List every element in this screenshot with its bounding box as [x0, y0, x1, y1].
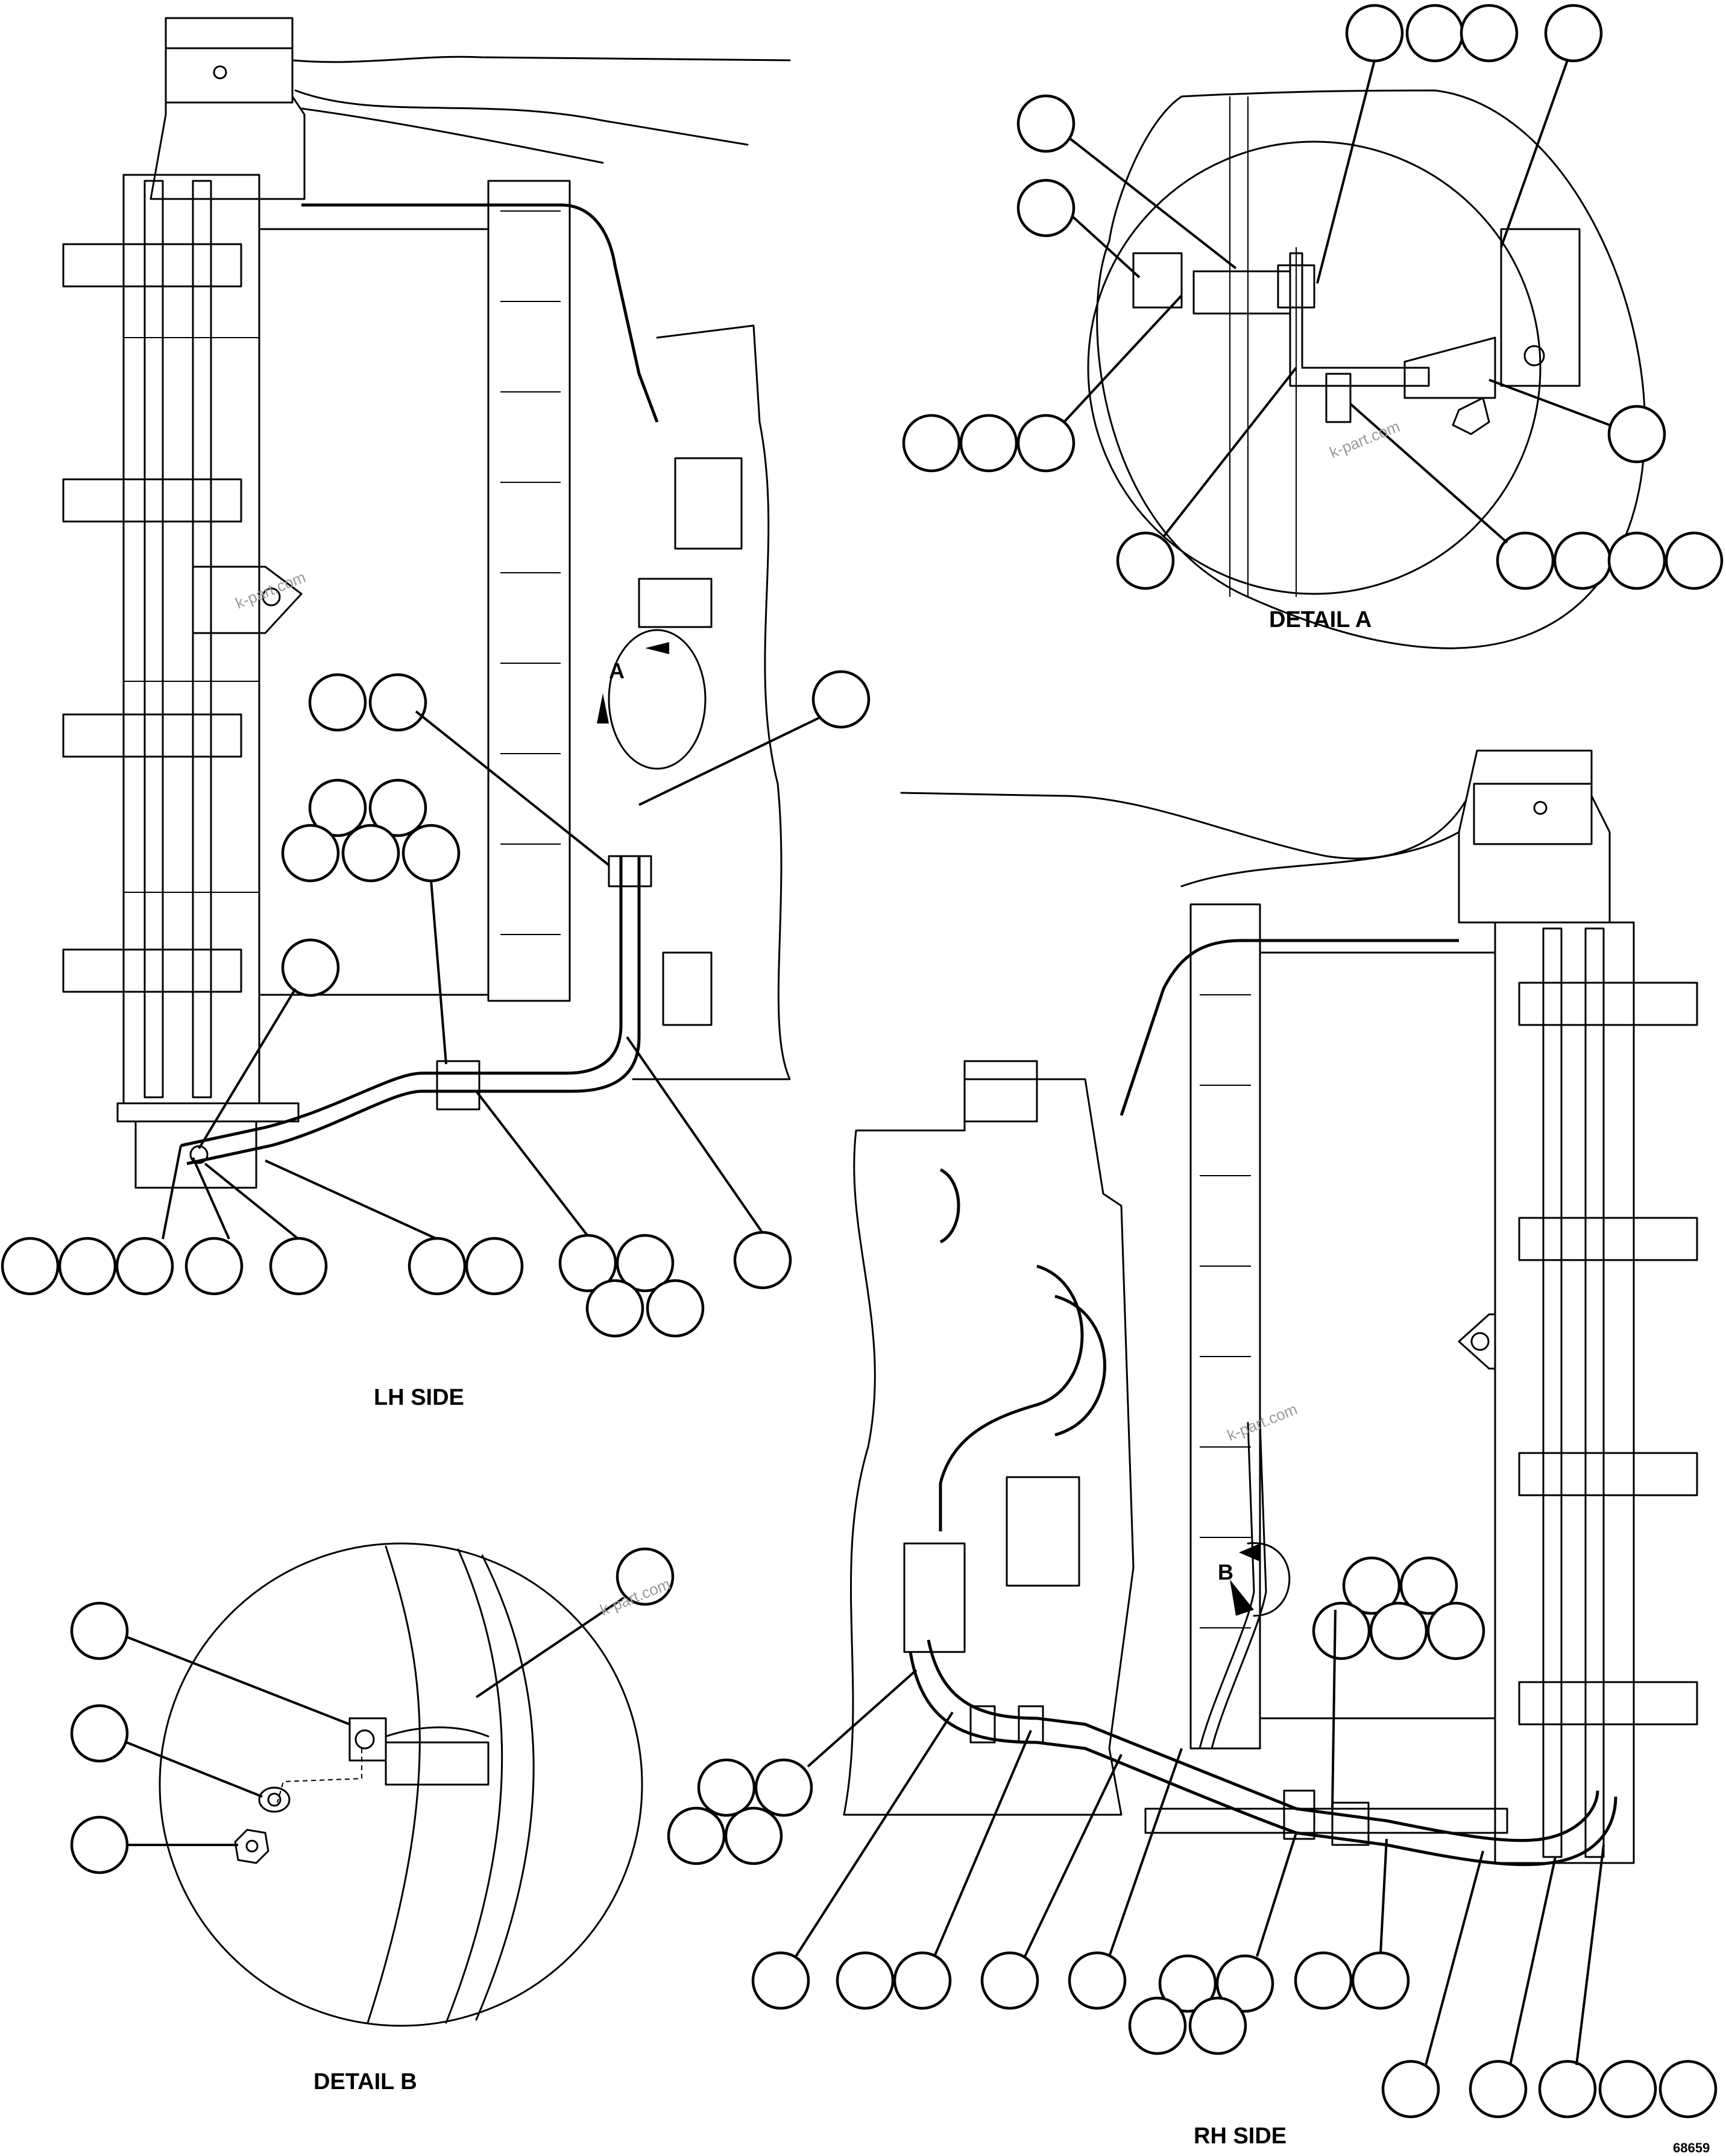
drawing-number: 68659: [1673, 2140, 1710, 2155]
callout-balloon: [1381, 2060, 1440, 2119]
callout-balloon: [341, 824, 400, 883]
callout-balloon: [1538, 2060, 1597, 2119]
callout-balloon: [1607, 531, 1666, 590]
callout-balloon: [902, 414, 961, 473]
detail-b-locator: B: [1218, 1542, 1291, 1617]
callout-balloon: [408, 1237, 467, 1296]
callout-balloon: [980, 1951, 1039, 2010]
callout-balloon: [1068, 1951, 1127, 2010]
callout-balloon: [1469, 2060, 1528, 2119]
callout-balloon: [368, 673, 427, 732]
callout-balloon: [1405, 4, 1464, 63]
callout-balloon: [1215, 1954, 1274, 2013]
callout-balloon: [754, 1758, 813, 1817]
callout-balloon: [811, 670, 871, 729]
rh-side-callouts: [667, 1556, 1718, 2119]
callout-balloon: [70, 1601, 129, 1660]
callout-balloon: [58, 1237, 117, 1296]
detail-a-callouts: [902, 4, 1724, 590]
callout-balloon: [269, 1237, 328, 1296]
callout-balloon: [184, 1237, 244, 1296]
lh-side-callouts: [1, 670, 871, 1338]
callout-balloon: [1351, 1951, 1410, 2010]
watermark: k-part.com: [1224, 1400, 1300, 1445]
callout-balloon: [1369, 1601, 1428, 1660]
callout-balloon: [70, 1704, 129, 1763]
callout-balloon: [1158, 1954, 1217, 2013]
callout-balloon: [402, 824, 461, 883]
callout-balloon: [1, 1237, 60, 1296]
callout-balloon: [1607, 405, 1666, 464]
callout-balloon: [1399, 1556, 1458, 1615]
detail-a-view: [1087, 89, 1646, 649]
callout-balloon: [1598, 2060, 1657, 2119]
callout-balloon: [1128, 1996, 1187, 2055]
callout-balloon: [1553, 531, 1612, 590]
callout-balloon: [1426, 1601, 1485, 1660]
callout-balloon: [281, 824, 340, 883]
callout-balloon: [616, 1547, 675, 1606]
callout-balloon: [1188, 1996, 1247, 2055]
callout-balloon: [751, 1951, 810, 2010]
callout-balloon: [1116, 531, 1175, 590]
callout-balloon: [733, 1231, 792, 1290]
callout-balloon: [1294, 1951, 1353, 2010]
detail-b-callouts: [70, 1547, 675, 1874]
detail-a-label: DETAIL A: [1269, 607, 1372, 632]
callout-balloon: [1345, 4, 1404, 63]
callout-balloon: [1460, 4, 1519, 63]
callout-balloon: [585, 1279, 644, 1338]
callout-balloon: [1016, 94, 1076, 153]
callout-balloon: [616, 1234, 675, 1293]
callout-balloon: [70, 1815, 129, 1874]
callout-balloon: [368, 778, 427, 837]
callout-balloon: [959, 414, 1018, 473]
callout-balloon: [1496, 531, 1555, 590]
callout-balloon: [697, 1758, 756, 1817]
callout-balloon: [724, 1806, 783, 1865]
callout-balloon: [1016, 178, 1076, 238]
detail-a-marker: A: [609, 658, 625, 683]
callout-balloon: [646, 1279, 705, 1338]
callout-balloon: [281, 938, 340, 997]
callout-balloon: [308, 778, 367, 837]
callout-balloon: [1544, 4, 1603, 63]
detail-b-marker: B: [1218, 1560, 1233, 1584]
rh-side-label: RH SIDE: [1194, 2123, 1287, 2149]
callout-balloon: [1312, 1601, 1371, 1660]
callout-balloon: [115, 1237, 174, 1296]
callout-balloon: [1342, 1556, 1401, 1615]
detail-b-label: DETAIL B: [313, 2069, 417, 2095]
callout-balloon: [836, 1951, 895, 2010]
callout-balloon: [893, 1951, 952, 2010]
detail-a-locator: A: [597, 629, 707, 770]
callout-balloon: [667, 1806, 726, 1865]
callout-balloon: [1665, 531, 1724, 590]
callout-balloon: [308, 673, 367, 732]
lh-side-view: [62, 17, 791, 1189]
callout-balloon: [1016, 414, 1076, 473]
rh-side-view: [843, 749, 1698, 1867]
callout-balloon: [465, 1237, 524, 1296]
callout-balloon: [1658, 2060, 1718, 2119]
lh-side-label: LH SIDE: [374, 1385, 464, 1410]
detail-b-view: [159, 1542, 643, 2027]
